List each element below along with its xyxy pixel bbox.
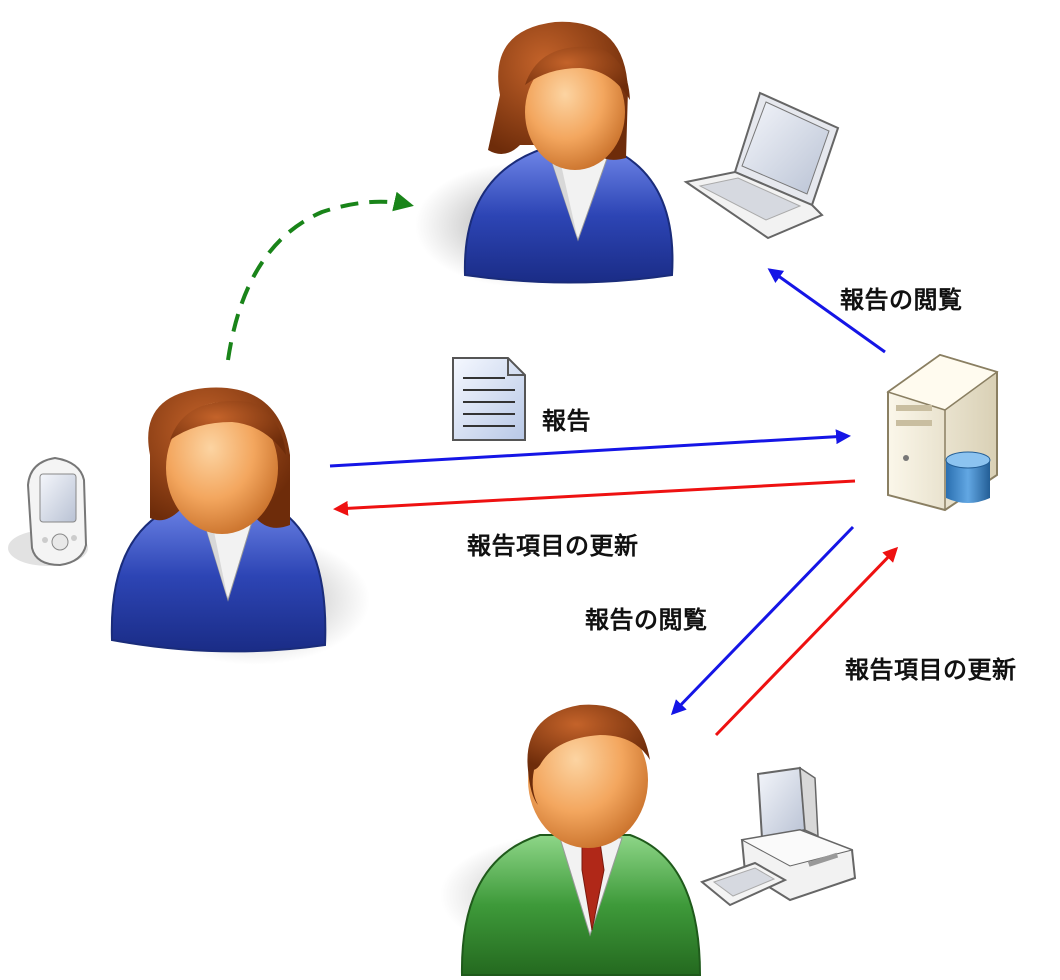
server-to-left-update-arrow	[333, 479, 856, 516]
top-view-label: 報告の閲覧	[840, 286, 963, 314]
server-to-top-view-arrow	[767, 268, 886, 354]
laptop-icon	[683, 91, 840, 240]
server-icon	[886, 353, 999, 512]
desktop-computer-icon	[700, 766, 857, 907]
document-icon	[452, 357, 526, 441]
woman-top-icon	[415, 21, 674, 287]
woman-left-icon	[110, 387, 370, 665]
report-to-server-arrow	[329, 429, 851, 468]
dashed-forward-arrow	[226, 191, 414, 361]
left-update-label: 報告項目の更新	[467, 532, 639, 560]
bottom-update-label: 報告項目の更新	[845, 656, 1017, 684]
pda-icon	[8, 456, 88, 567]
man-bottom-icon	[440, 704, 702, 976]
bottom-to-server-update-arrow	[714, 546, 899, 737]
bottom-view-label: 報告の閲覧	[585, 606, 708, 634]
server-to-bottom-view-arrow	[670, 525, 855, 716]
report-label: 報告	[542, 407, 591, 435]
